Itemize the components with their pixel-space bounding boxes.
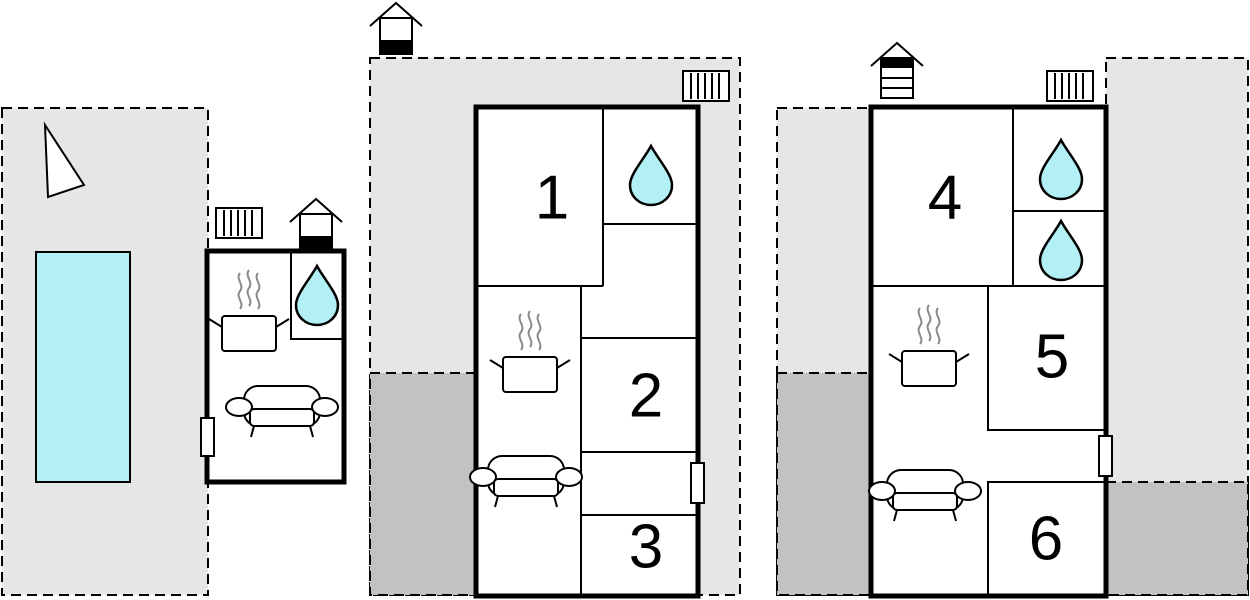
room-3: 3	[629, 512, 663, 581]
room-1: 1	[535, 163, 569, 232]
fireplace-icon	[369, 2, 423, 55]
covered-terrace-middle	[369, 372, 477, 596]
north-arrow-icon	[43, 121, 86, 199]
wall	[987, 286, 1106, 431]
fireplace-icon	[870, 41, 924, 99]
radiator-icon	[215, 207, 263, 239]
door-icon[interactable]	[200, 417, 215, 457]
door-icon[interactable]	[690, 462, 705, 504]
radiator-icon	[682, 70, 730, 102]
room-4: 4	[928, 163, 962, 232]
swimming-pool	[35, 251, 131, 483]
room-6: 6	[1029, 504, 1063, 573]
radiator-icon	[1046, 70, 1094, 102]
wall	[987, 481, 1106, 596]
door-icon[interactable]	[1098, 435, 1113, 477]
small-bathroom-wall	[290, 251, 342, 340]
room-2: 2	[629, 361, 663, 430]
room-5: 5	[1035, 322, 1069, 391]
covered-terrace-right	[1105, 481, 1249, 596]
fireplace-icon	[289, 198, 343, 251]
covered-terrace-right-left	[776, 372, 873, 596]
